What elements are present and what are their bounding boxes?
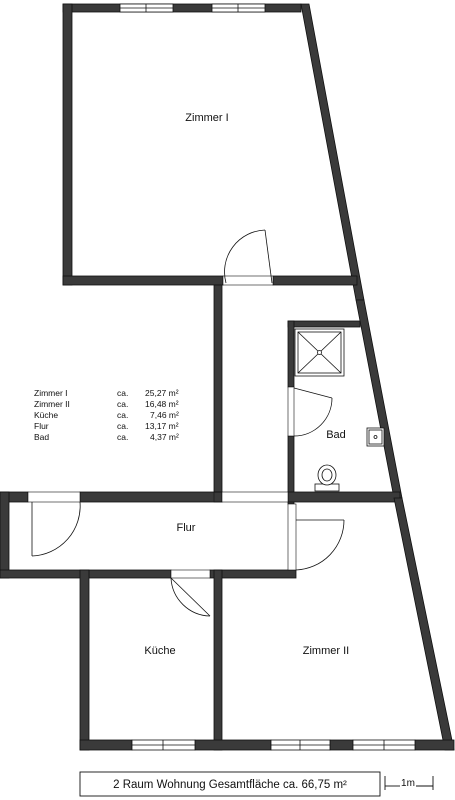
wall-partition-center: [213, 284, 223, 500]
wall-outer-diagonal-middle: [355, 299, 403, 499]
walls: [0, 3, 455, 751]
window-kueche: [131, 739, 196, 751]
shower-icon: [294, 328, 345, 377]
wall-zimmer1-bottom-right: [272, 275, 358, 286]
room-label-bad: Bad: [326, 429, 346, 441]
area-row-name: Zimmer II: [34, 399, 70, 409]
windows: [119, 3, 416, 751]
wall-flur-top-right: [287, 491, 401, 503]
sink-icon: [366, 427, 385, 447]
scale-label: 1m: [401, 778, 415, 789]
toilet-icon: [314, 464, 340, 492]
wall-bad-left-upper: [287, 320, 295, 388]
wall-zimmer1-left: [62, 3, 73, 286]
area-row-value: 4,37 m²: [150, 432, 179, 442]
window-zimmer2-left: [270, 739, 331, 751]
area-row-prefix: ca.: [117, 421, 128, 431]
wall-bottom-4: [414, 739, 455, 751]
room-label-zimmer2: Zimmer II: [303, 645, 349, 657]
window-zimmer2-right: [352, 739, 416, 751]
wall-bottom-2: [194, 739, 272, 751]
wall-kueche-right: [213, 569, 223, 751]
caption: 2 Raum Wohnung Gesamtfläche ca. 66,75 m²: [113, 779, 347, 791]
door-zimmer2: [295, 519, 345, 571]
fixtures: [294, 328, 385, 492]
wall-kueche-left: [79, 569, 90, 751]
door-bad: [293, 387, 333, 437]
area-row-name: Küche: [34, 410, 58, 420]
area-table: Zimmer I ca. 25,27 m² Zimmer II ca. 16,4…: [34, 388, 179, 442]
area-row-prefix: ca.: [117, 399, 128, 409]
area-row-name: Bad: [34, 432, 49, 442]
door-zimmer1: [224, 229, 273, 284]
scale-bar: [384, 776, 434, 790]
area-row-prefix: ca.: [117, 410, 128, 420]
area-row-value: 13,17 m²: [145, 421, 179, 431]
area-row-name: Flur: [34, 421, 49, 431]
area-row-name: Zimmer I: [34, 388, 68, 398]
wall-flur-bottom-right: [209, 569, 297, 579]
area-row-prefix: ca.: [117, 388, 128, 398]
window-zimmer1-left: [119, 3, 174, 13]
wall-flur-top-mid: [79, 491, 223, 503]
door-kueche: [170, 577, 211, 617]
wall-outer-diagonal-upper: [300, 3, 365, 301]
wall-flur-left: [0, 491, 10, 579]
room-label-zimmer1: Zimmer I: [185, 112, 228, 124]
doors: [31, 229, 345, 617]
wall-outer-diagonal-lower: [393, 497, 455, 751]
window-zimmer1-right: [211, 3, 266, 13]
area-row-value: 16,48 m²: [145, 399, 179, 409]
room-label-flur: Flur: [177, 522, 196, 534]
room-label-kueche: Küche: [144, 645, 175, 657]
caption-box: 2 Raum Wohnung Gesamtfläche ca. 66,75 m²: [79, 771, 381, 797]
wall-bottom-3: [329, 739, 354, 751]
area-row-prefix: ca.: [117, 432, 128, 442]
openings: [27, 275, 297, 579]
area-row-value: 25,27 m²: [145, 388, 179, 398]
wall-zimmer1-bottom-left: [62, 275, 224, 286]
door-entrance: [31, 501, 81, 557]
wall-bottom-1: [79, 739, 133, 751]
wall-bad-top: [287, 320, 361, 328]
area-row-value: 7,46 m²: [150, 410, 179, 420]
